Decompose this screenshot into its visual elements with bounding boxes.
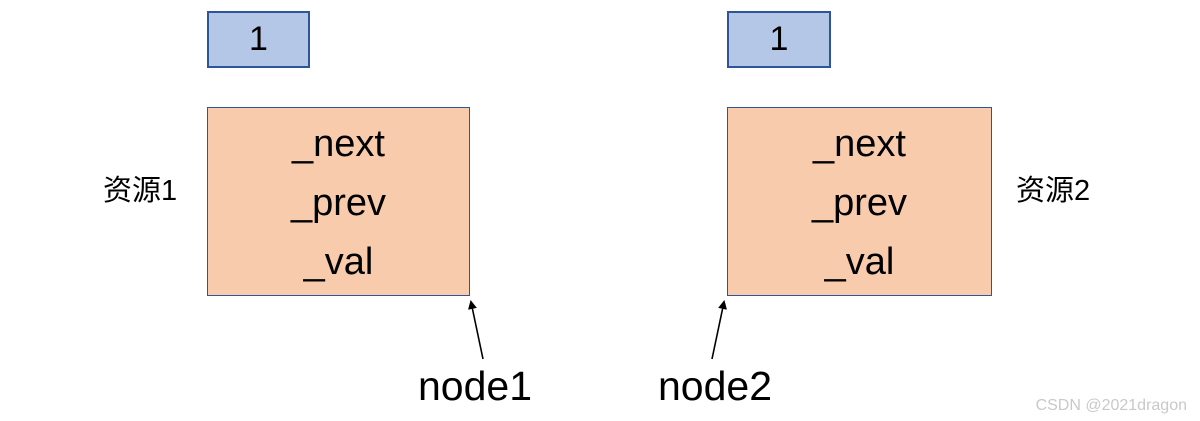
arrow-node1-to-box1 (468, 300, 484, 360)
refcount-value-node1: 1 (249, 20, 268, 58)
csdn-watermark: CSDN @2021dragon (1035, 397, 1187, 414)
refcount-box-node1: 1 (207, 11, 310, 68)
resource-label-node2: 资源2 (1016, 175, 1091, 207)
node-box-node1: _next _prev _val (207, 107, 470, 296)
pointer-label-node2: node2 (658, 363, 773, 409)
arrow-node2-to-box2 (711, 300, 727, 360)
field-prev: _prev (811, 182, 908, 224)
refcount-value-node2: 1 (769, 20, 789, 58)
field-prev: _prev (290, 182, 387, 224)
field-next: _next (813, 123, 906, 165)
field-val: _val (303, 241, 374, 283)
refcount-box-node2: 1 (727, 11, 831, 68)
node-box-node2: _next _prev _val (727, 107, 992, 296)
field-next: _next (292, 123, 385, 165)
resource-label-node1: 资源1 (103, 175, 178, 207)
field-val: _val (824, 241, 895, 283)
pointer-label-node1: node1 (418, 363, 533, 409)
